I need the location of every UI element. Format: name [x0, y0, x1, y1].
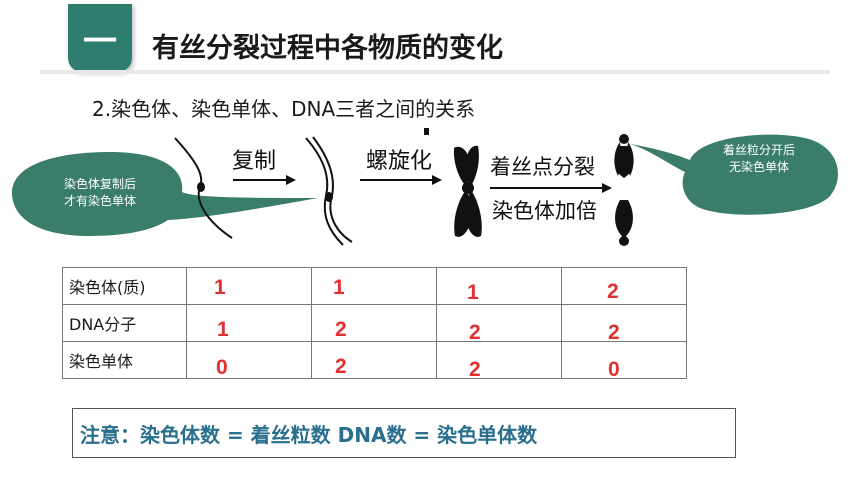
- value-chromosome-stage4: 2: [607, 280, 619, 303]
- title-divider: [40, 70, 830, 74]
- arrow-separation: [490, 183, 612, 193]
- callout-left-bubble: [11, 152, 318, 236]
- value-chromatid-stage2: 2: [335, 355, 347, 378]
- chromosome-condensed-icon: [453, 145, 482, 237]
- callout-right-line1: 着丝粒分开后: [722, 143, 795, 157]
- chromosome-duplicated-icon: [305, 136, 353, 246]
- value-chromosome-stage1: 1: [214, 276, 226, 299]
- value-dna-stage4: 2: [608, 321, 620, 344]
- decorative-mark: [424, 128, 429, 135]
- chromosome-diagram: 复制 螺旋化 着丝点分裂 染色体加倍: [11, 128, 838, 246]
- arrow-separation-label-top: 着丝点分裂: [490, 155, 595, 179]
- value-dna-stage3: 2: [469, 321, 481, 344]
- section-badge: 一: [68, 4, 132, 72]
- callout-right: 着丝粒分开后 无染色单体: [694, 142, 824, 176]
- row-label: 染色单体: [62, 341, 187, 379]
- arrow-condensation-label: 螺旋化: [366, 149, 432, 174]
- note-text: 注意：染色体数 = 着丝粒数 DNA数 = 染色单体数: [80, 423, 538, 447]
- arrow-separation-label-bottom: 染色体加倍: [492, 199, 597, 223]
- callout-left-line2: 才有染色单体: [63, 194, 136, 208]
- section-subtitle: 2.染色体、染色单体、DNA三者之间的关系: [92, 97, 476, 121]
- table-row: 染色体(质): [62, 267, 687, 305]
- row-label: 染色体(质): [62, 267, 187, 305]
- chromosome-single-icon: [174, 137, 233, 239]
- arrow-condensation: [360, 175, 442, 185]
- row-label: DNA分子: [62, 304, 187, 342]
- callout-left-line1: 染色体复制后: [63, 177, 136, 191]
- value-chromatid-stage1: 0: [216, 356, 228, 379]
- value-chromosome-stage2: 1: [333, 276, 345, 299]
- table-row: DNA分子: [62, 304, 687, 342]
- callout-right-line2: 无染色单体: [728, 160, 789, 174]
- value-dna-stage2: 2: [335, 318, 347, 341]
- note-box: [72, 408, 736, 458]
- arrow-replication-label: 复制: [232, 149, 276, 174]
- value-chromatid-stage4: 0: [608, 358, 620, 381]
- chromosomes-separated-icon: [614, 134, 634, 246]
- arrow-replication: [233, 175, 296, 185]
- relationship-table: 染色体(质) DNA分子 染色单体: [62, 267, 687, 379]
- value-dna-stage1: 1: [217, 318, 229, 341]
- page-title: 有丝分裂过程中各物质的变化: [152, 33, 503, 64]
- value-chromatid-stage3: 2: [469, 358, 481, 381]
- callout-right-bubble: [630, 134, 838, 215]
- value-chromosome-stage3: 1: [467, 281, 479, 304]
- table-row: 染色单体: [62, 341, 687, 379]
- callout-left: 染色体复制后 才有染色单体: [30, 176, 170, 210]
